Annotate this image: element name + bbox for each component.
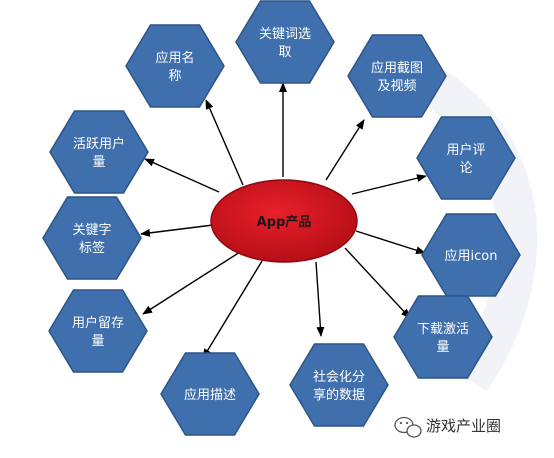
node-label-line: 用户评 [446,142,485,158]
arrow-to-user-retention [142,251,241,315]
node-label-line: 量 [436,340,449,355]
node-label-line: 标签 [79,240,105,256]
node-label-line: 及视频 [377,79,416,94]
node-label-line: 量 [92,155,105,170]
arrow-to-app-screenshots-video [325,119,365,181]
nodes-group: 应用名称关键词选取应用截图及视频用户评论应用icon下载激活量社会化分享的数据应… [42,0,521,436]
node-label-line: 享的数据 [313,387,365,403]
arrow-to-social-shared-data [315,261,325,337]
arrow-to-app-icon [355,230,426,255]
node-app-description: 应用描述 [160,352,260,436]
arrow-to-app-name [205,99,244,186]
node-label-line: 下载激活 [417,322,469,337]
arrow-to-keyword-tags [140,224,214,237]
node-label-line: 社会化分 [313,369,365,385]
arrow-to-download-activation [344,247,411,319]
node-label-line: 论 [459,161,472,176]
hexagon [416,116,516,200]
arrow-to-user-reviews [351,174,427,195]
hexagon [235,0,335,84]
arrows-group [140,82,427,359]
center-node: App产品 [210,179,358,263]
wechat-icon [394,416,422,438]
node-label-line: 量 [91,334,104,349]
hexagon [347,34,447,118]
hexagon [49,110,149,194]
hexagon [42,196,142,280]
center-ellipse [210,179,358,263]
node-label-line: 活跃用户 [73,136,125,152]
hexagon [289,343,389,427]
arrow-to-active-users [144,158,220,193]
node-label-line: 关键词选 [259,27,311,42]
node-label-line: 取 [278,45,291,60]
node-label-line: 应用描述 [184,387,236,403]
node-label-line: 应用名 [155,50,194,66]
watermark-text: 游戏产业圈 [426,417,501,435]
node-label-line: 关键字 [72,223,111,238]
node-label-line: 应用截图 [371,60,423,76]
hexagon [48,289,148,373]
node-label-line: 称 [168,69,181,84]
hexagon [160,352,260,436]
node-label-line: 应用icon [445,248,498,264]
hexagon [125,24,225,108]
node-app-icon: 应用icon [421,213,521,297]
node-label-line: 用户留存 [72,315,124,331]
center-label: App产品 [257,214,312,230]
hexagon [393,295,493,379]
watermark: 游戏产业圈 [394,416,501,438]
arrow-to-app-description [202,260,263,359]
